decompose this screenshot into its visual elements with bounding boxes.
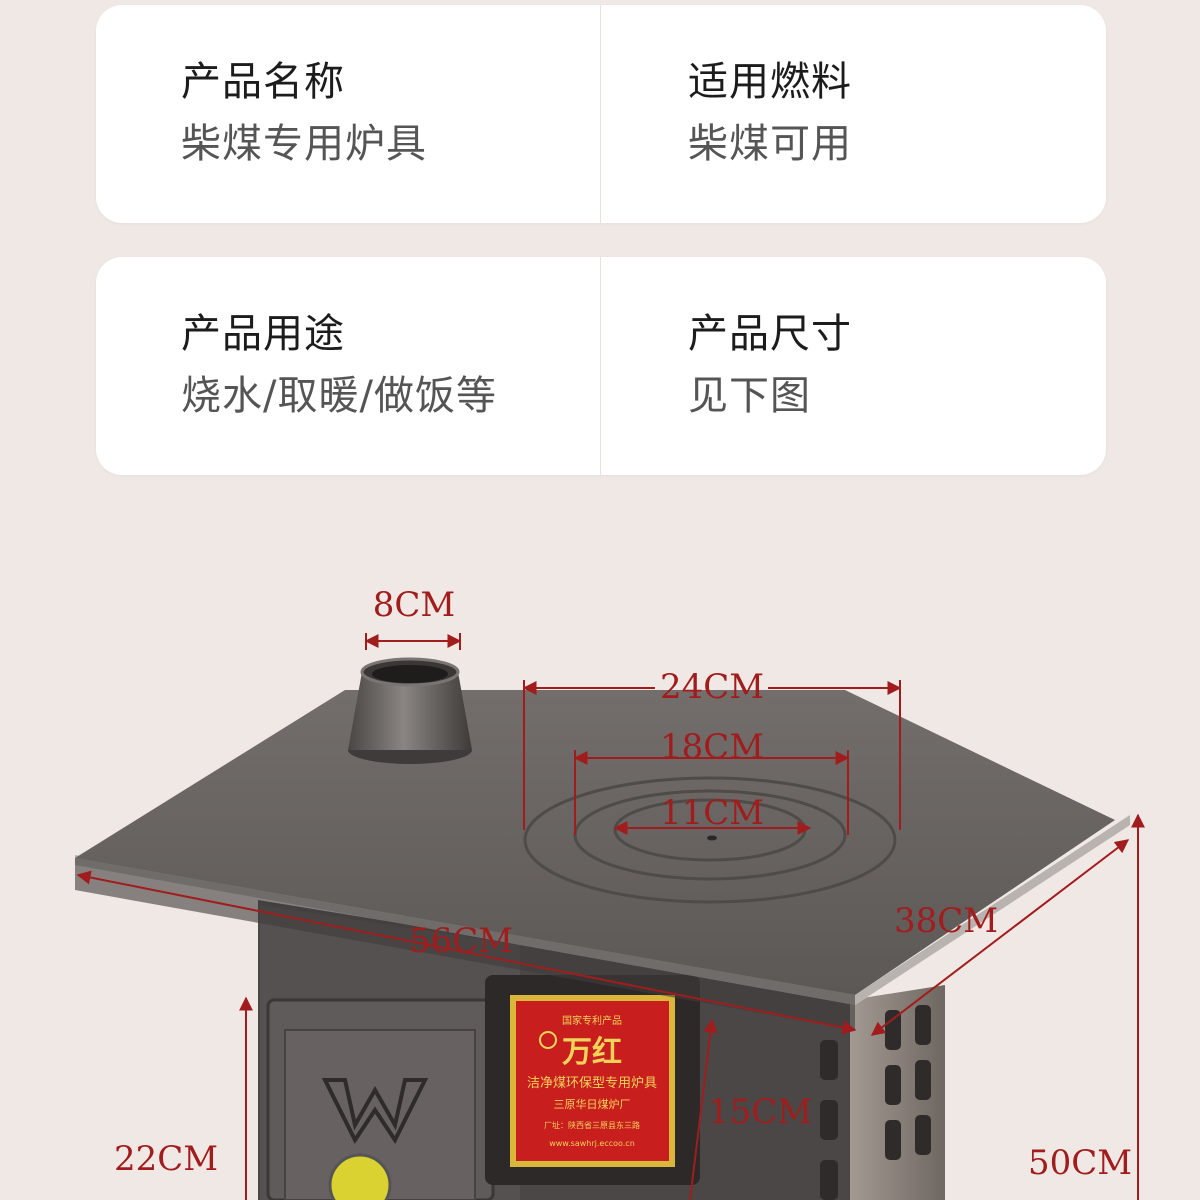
spec-label: 产品用途 — [181, 311, 345, 357]
depth-label: 38CM — [894, 901, 998, 941]
spec-product-name: 产品名称 柴煤专用炉具 — [181, 57, 427, 169]
nameplate-address: 厂址：陕西省三原县东三路 — [544, 1120, 640, 1130]
spec-value: 柴煤可用 — [688, 121, 852, 167]
chimney-diameter-label: 8CM — [373, 585, 455, 625]
nameplate-product: 洁净煤环保型专用炉具 — [527, 1076, 657, 1091]
spec-value: 烧水/取暖/做饭等 — [181, 373, 497, 419]
spec-fuel: 适用燃料 柴煤可用 — [688, 57, 852, 169]
card-divider — [600, 5, 601, 223]
inner-ring-label: 11CM — [660, 793, 764, 833]
spec-value: 柴煤专用炉具 — [181, 121, 427, 167]
spec-label: 产品尺寸 — [688, 311, 852, 357]
spec-card-1: 产品名称 柴煤专用炉具 适用燃料 柴煤可用 — [96, 5, 1106, 223]
door-logo-icon — [321, 1078, 429, 1144]
spec-label: 适用燃料 — [688, 59, 852, 105]
card-divider — [600, 257, 601, 475]
nameplate-subtitle: 国家专利产品 — [562, 1014, 622, 1027]
panel-height-label: 15CM — [708, 1092, 812, 1132]
nameplate-brand: 万红 — [562, 1035, 622, 1070]
spec-size: 产品尺寸 见下图 — [688, 309, 852, 421]
middle-ring-label: 18CM — [660, 727, 764, 767]
nameplate-website: www.sawhrj.eccoo.cn — [549, 1139, 635, 1148]
door-height-label: 22CM — [114, 1139, 218, 1179]
spec-value: 见下图 — [688, 373, 811, 419]
nameplate-maker: 三原华日煤炉厂 — [554, 1097, 631, 1111]
total-height-label: 50CM — [1028, 1143, 1132, 1183]
outer-ring-label: 24CM — [660, 667, 764, 707]
dimension-labels: 8CM 24CM 18CM 11CM 56CM 38CM 22CM 15CM 5… — [114, 585, 1132, 1183]
stove-diagram: 国家专利产品 万红 洁净煤环保型专用炉具 三原华日煤炉厂 厂址：陕西省三原县东三… — [75, 585, 1145, 1200]
spec-usage: 产品用途 烧水/取暖/做饭等 — [181, 309, 497, 421]
width-label: 56CM — [409, 921, 513, 961]
spec-label: 产品名称 — [181, 59, 345, 105]
chimney — [348, 657, 472, 764]
spec-card-2: 产品用途 烧水/取暖/做饭等 产品尺寸 见下图 — [96, 257, 1106, 475]
door-badge — [328, 1153, 392, 1200]
